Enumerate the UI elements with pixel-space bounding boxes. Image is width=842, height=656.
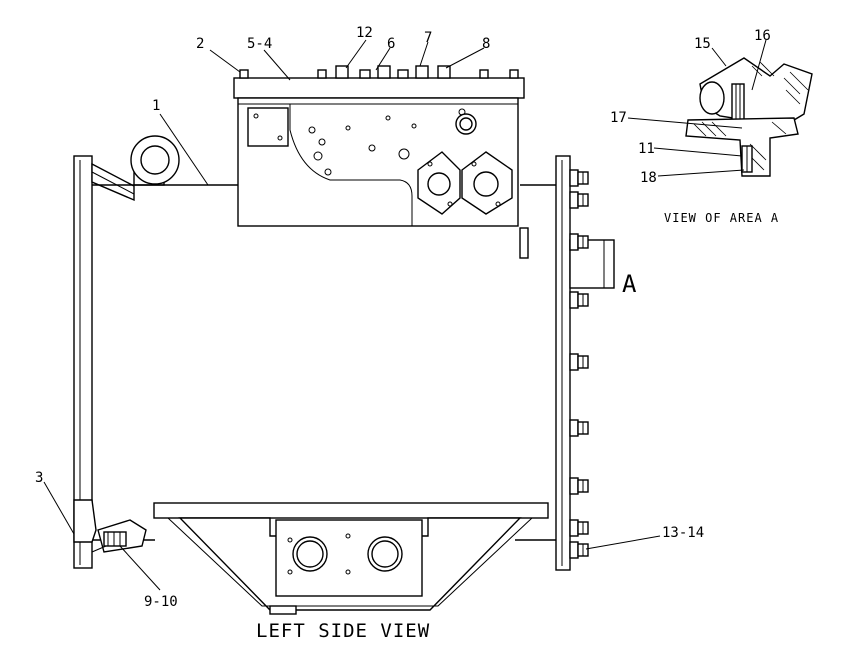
frame-lines bbox=[92, 184, 558, 541]
callout-5-4: 5-4 bbox=[247, 36, 272, 52]
valve-housing bbox=[233, 65, 529, 259]
callout-16: 16 bbox=[754, 28, 771, 44]
view-marker-a: A bbox=[622, 270, 637, 298]
callout-labels: 1 2 3 5-4 12 6 7 8 9-10 13-14 15 16 17 1… bbox=[35, 25, 771, 610]
left-side-plate bbox=[73, 155, 135, 569]
main-view-caption: LEFT SIDE VIEW bbox=[256, 620, 430, 642]
detail-view-caption: VIEW OF AREA A bbox=[664, 211, 779, 225]
callout-6: 6 bbox=[387, 36, 395, 52]
callout-18: 18 bbox=[640, 170, 657, 186]
callout-2: 2 bbox=[196, 36, 204, 52]
callout-9-10: 9-10 bbox=[144, 594, 178, 610]
callout-15: 15 bbox=[694, 36, 711, 52]
main-assembly bbox=[73, 65, 615, 615]
detail-view-area-a bbox=[685, 57, 813, 177]
bottom-cradle bbox=[153, 502, 549, 615]
right-side-plate bbox=[555, 155, 615, 571]
leader-lines bbox=[43, 39, 767, 591]
callout-12: 12 bbox=[356, 25, 373, 41]
callout-8: 8 bbox=[482, 36, 490, 52]
callout-11: 11 bbox=[638, 141, 655, 157]
lower-left-bracket bbox=[73, 499, 147, 553]
callout-1: 1 bbox=[152, 98, 160, 114]
callout-17: 17 bbox=[610, 110, 627, 126]
callout-13-14: 13-14 bbox=[662, 525, 704, 541]
plate-bolts bbox=[569, 169, 589, 559]
callout-7: 7 bbox=[424, 30, 432, 46]
round-fitting bbox=[130, 135, 180, 186]
callout-3: 3 bbox=[35, 470, 43, 486]
